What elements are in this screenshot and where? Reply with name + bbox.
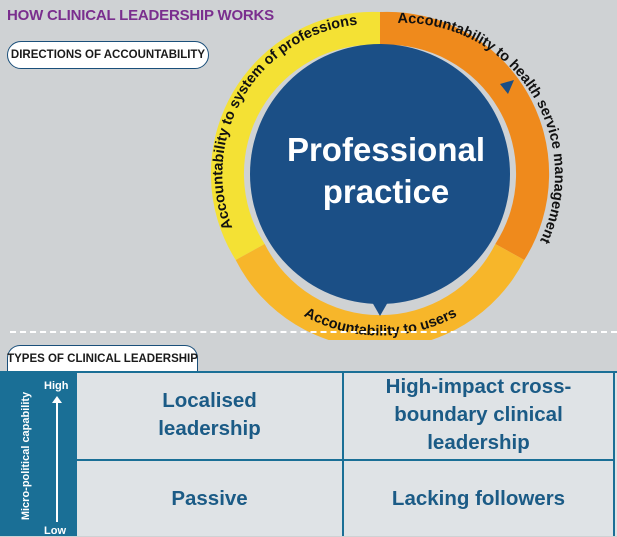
cell-label: Localised leadership — [158, 389, 261, 440]
capability-axis — [0, 371, 77, 536]
axis-high-label: High — [44, 380, 69, 392]
axis-arrow-up-icon — [52, 396, 62, 403]
axis-low-label: Low — [44, 525, 66, 537]
core-pointer-bottom — [372, 302, 388, 316]
axis-arrow-line — [56, 400, 58, 522]
cell-lacking-followers: Lacking followers — [344, 461, 615, 536]
professional-practice-core — [250, 44, 510, 304]
cell-label: Passive — [171, 486, 248, 510]
core-label-line1: Professional — [287, 131, 485, 168]
core-pointer-top-right — [500, 80, 514, 94]
leadership-types-grid: Localised leadership High-impact cross-b… — [77, 371, 617, 536]
section-divider — [10, 331, 617, 333]
cell-high-impact-leadership: High-impact cross-boundary clinical lead… — [344, 371, 615, 461]
grid-top-border — [77, 371, 617, 373]
types-section-label: TYPES OF CLINICAL LEADERSHIP — [7, 345, 198, 371]
page-title: HOW CLINICAL LEADERSHIP WORKS — [7, 7, 274, 24]
cell-localised-leadership: Localised leadership — [77, 371, 344, 461]
accountability-section-label: DIRECTIONS OF ACCOUNTABILITY — [7, 41, 209, 69]
cell-label: Lacking followers — [391, 486, 566, 510]
users-segment — [235, 244, 525, 340]
axis-title: Micro-political capability — [20, 391, 32, 521]
cell-passive: Passive — [77, 461, 344, 536]
accountability-diagram: Professional practice Accountability to … — [210, 11, 567, 340]
cell-label: High-impact cross-boundary clinical lead… — [385, 375, 572, 454]
professions-segment — [210, 11, 380, 261]
management-segment — [380, 11, 550, 261]
core-label-line2: practice — [323, 173, 450, 210]
